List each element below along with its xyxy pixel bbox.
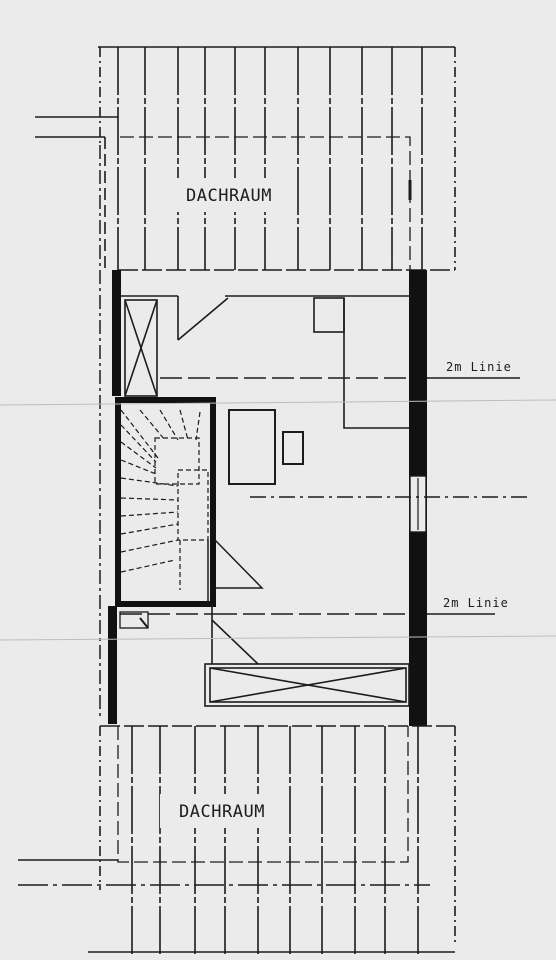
two-meter-line-label-lower: 2m Linie [443,596,509,610]
bottom-room-label: DACHRAUM [179,802,265,822]
bottom-rafters [18,725,456,955]
left-wall-lower [108,606,117,724]
bottom-label-backdrop [160,794,284,828]
staircase [115,397,264,607]
top-room-label: DACHRAUM [186,186,272,206]
left-wall-upper [112,270,121,396]
scan-marks [0,399,556,641]
two-meter-line-label-upper: 2m Linie [446,360,512,374]
upper-room-details [121,295,409,485]
top-rafters [35,46,456,271]
lower-room-details [119,604,410,707]
main-walls [99,145,427,726]
top-label-backdrop [168,178,290,212]
two-meter-lines [120,377,530,615]
